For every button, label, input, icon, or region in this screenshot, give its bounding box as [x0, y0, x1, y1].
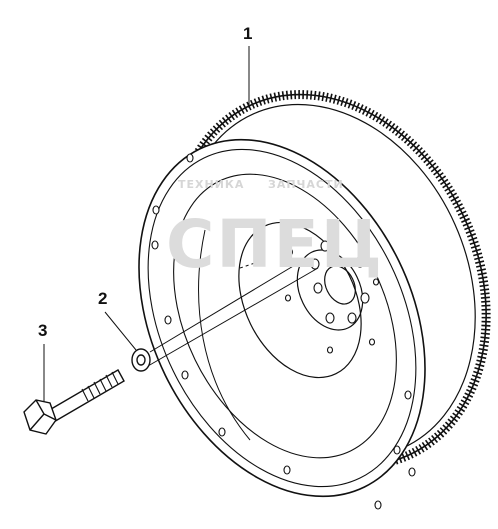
- flywheel-perimeter-holes: [151, 153, 416, 510]
- callout-2: 2: [98, 289, 108, 308]
- flywheel-disc: [138, 138, 426, 498]
- bolt-thread: [81, 371, 119, 402]
- leader-lines: [43, 46, 250, 402]
- washer: [131, 348, 151, 372]
- assembly-axis-lines: [147, 261, 319, 367]
- watermark-text-left: ТЕХНИКА: [178, 178, 245, 191]
- callout-1: 1: [243, 24, 253, 43]
- watermark-logo-text: СПЕЦ: [166, 206, 384, 283]
- callout-3: 3: [38, 321, 48, 340]
- watermark-text-right: ЗАПЧАСТИ: [268, 178, 344, 191]
- flywheel-hub-holes: [284, 221, 380, 354]
- bolt: [23, 369, 125, 435]
